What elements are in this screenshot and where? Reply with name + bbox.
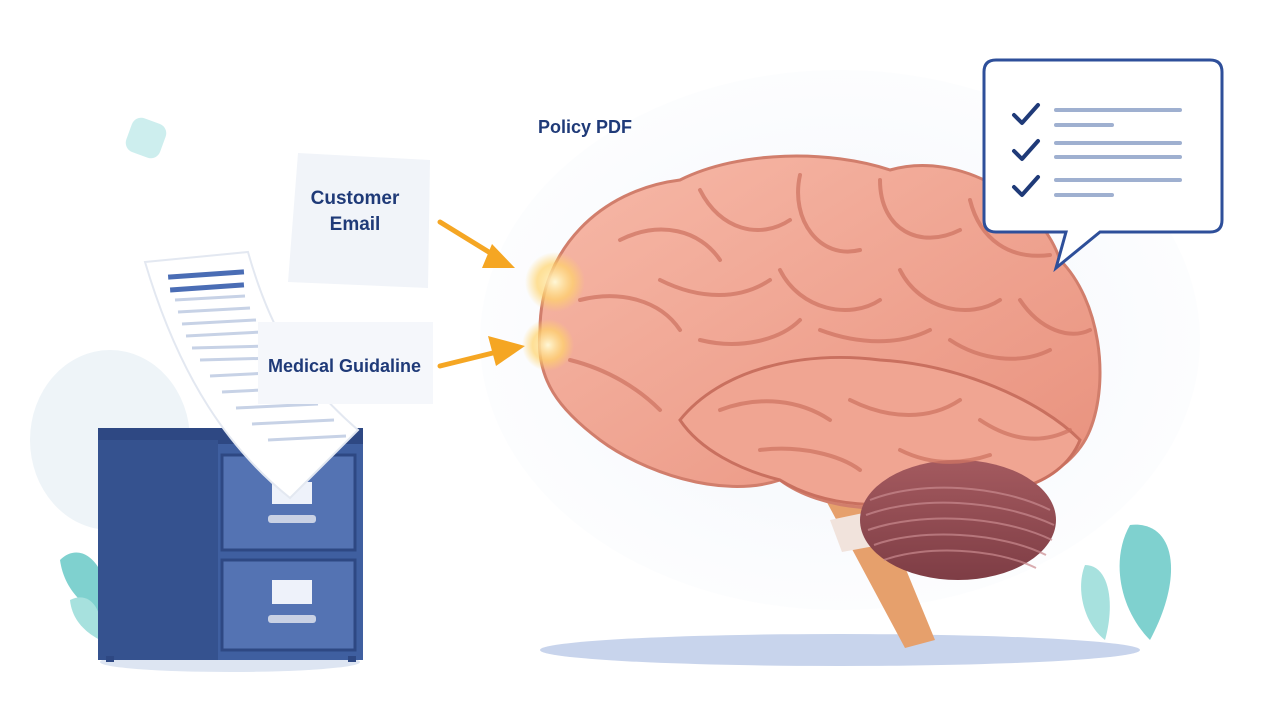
leaf-right-icon xyxy=(1081,524,1172,640)
checklist-bubble-icon xyxy=(982,58,1224,273)
medical-guideline-label: Medical Guidaline xyxy=(268,356,422,376)
medical-guideline-card xyxy=(258,322,433,404)
customer-email-label: Customer Email xyxy=(310,188,400,235)
arrow-guideline-icon xyxy=(437,336,525,369)
policy-pdf-label: Policy PDF xyxy=(538,117,633,137)
brain-icon xyxy=(522,154,1102,648)
arrow-email-icon xyxy=(437,219,515,268)
customer-email-note xyxy=(288,153,430,288)
leaf-left-icon xyxy=(60,552,110,640)
filing-cabinet-icon xyxy=(98,428,363,662)
